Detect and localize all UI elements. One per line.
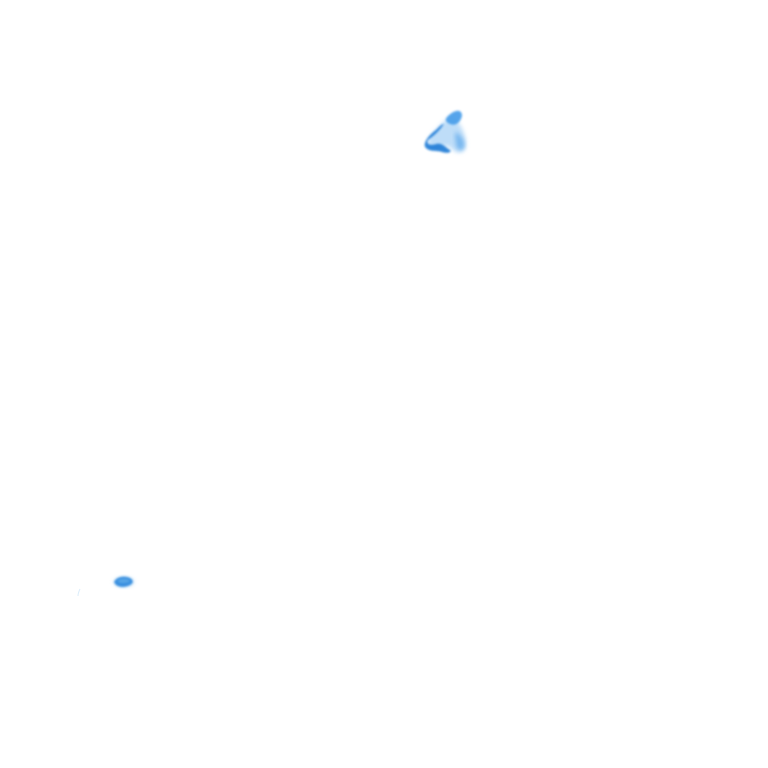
splash-lower-highlight [118, 578, 130, 584]
splash-lower-faint-trail [77, 588, 81, 597]
splash-upper-dark-edge [424, 124, 451, 153]
blue-splash-upper [424, 110, 466, 153]
blue-splash-lower [77, 576, 134, 597]
splash-upper-bright-drip [455, 132, 465, 151]
splash-upper-mid-stroke [445, 110, 462, 125]
